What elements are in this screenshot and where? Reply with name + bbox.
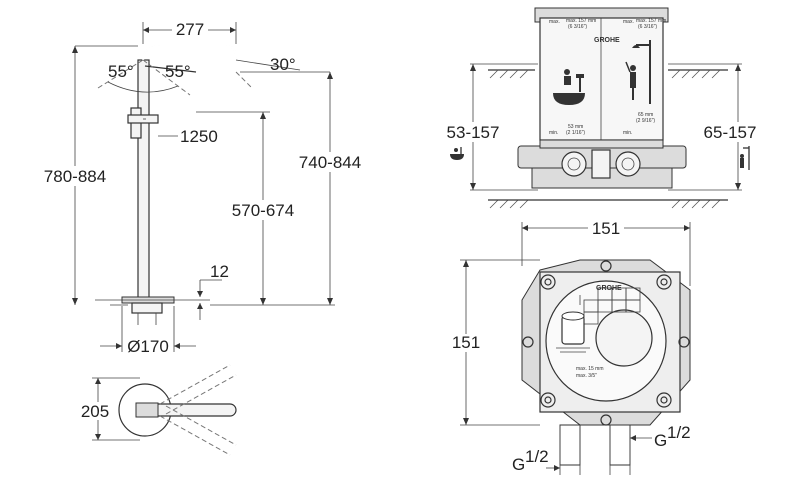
box-max-left-mm: max. 157 mm xyxy=(566,18,596,24)
box-left-range-label: 53-157 xyxy=(447,123,500,142)
box-max-left-label: max. xyxy=(549,19,560,25)
box-logo-front: GROHE xyxy=(596,285,622,292)
angle-left-label: 55° xyxy=(108,62,134,81)
bathtub-small-icon xyxy=(450,147,464,160)
box-max-right-mm: max. 157 mm xyxy=(636,18,666,24)
plan-handle xyxy=(147,403,237,417)
box-max-right-label: max. xyxy=(623,19,634,25)
box-max-right-in: (6 3/16") xyxy=(638,24,657,30)
angle-right-label: 55° xyxy=(165,62,191,81)
box-min-left-in: (2 1/16") xyxy=(566,130,585,136)
total-height-label: 780-884 xyxy=(44,167,106,186)
hose-length-label: 1250 xyxy=(180,127,218,146)
depth-gauge-icon xyxy=(556,311,590,353)
mixer-handle xyxy=(144,65,197,73)
box-min-right-in: (2 9/16") xyxy=(636,118,655,124)
box-min-left-label: min. xyxy=(549,130,558,136)
box-max-left-in: (6 3/16") xyxy=(568,24,587,30)
box-max-depth-in: max. 3/5" xyxy=(576,373,597,379)
mixer-plan-view: 205 xyxy=(80,364,237,456)
spout-height-label: 740-844 xyxy=(299,153,361,172)
box-logo-section: GROHE xyxy=(594,37,620,44)
spout-reach-label: 277 xyxy=(176,20,204,39)
thread-left-g: G xyxy=(512,455,525,474)
shower-icon xyxy=(625,40,651,104)
box-min-left-mm: 53 mm xyxy=(568,124,583,130)
thread-left-fraction: 1/2 xyxy=(525,447,549,466)
spout-angle-label: 30° xyxy=(270,55,296,74)
box-min-right-mm: 65 mm xyxy=(638,112,653,118)
mixer-elevation: 277 55° 55° 30° 1250 780-884 740-844 570… xyxy=(40,20,364,356)
box-right-range-label: 65-157 xyxy=(704,123,757,142)
handle-height-label: 570-674 xyxy=(232,201,294,220)
shower-small-icon xyxy=(740,146,750,170)
base-thickness-label: 12 xyxy=(210,262,229,281)
mixer-column xyxy=(137,59,150,301)
box-height-label: 151 xyxy=(452,333,480,352)
base-diameter-label: Ø170 xyxy=(127,337,169,356)
box-min-right-label: min. xyxy=(623,130,632,136)
installation-box-front: GROHE max. 15 mm max. 3/5" 151 151 G 1/2 xyxy=(448,219,691,475)
box-max-depth-mm: max. 15 mm xyxy=(576,366,604,372)
bathtub-icon xyxy=(553,69,585,105)
thread-right-fraction: 1/2 xyxy=(667,423,691,442)
thread-right-g: G xyxy=(654,431,667,450)
box-cover xyxy=(539,17,664,141)
plan-depth-label: 205 xyxy=(81,402,109,421)
box-width-label: 151 xyxy=(592,219,620,238)
installation-box-section: max. max. 157 mm (6 3/16") max. max. 157… xyxy=(438,7,770,209)
